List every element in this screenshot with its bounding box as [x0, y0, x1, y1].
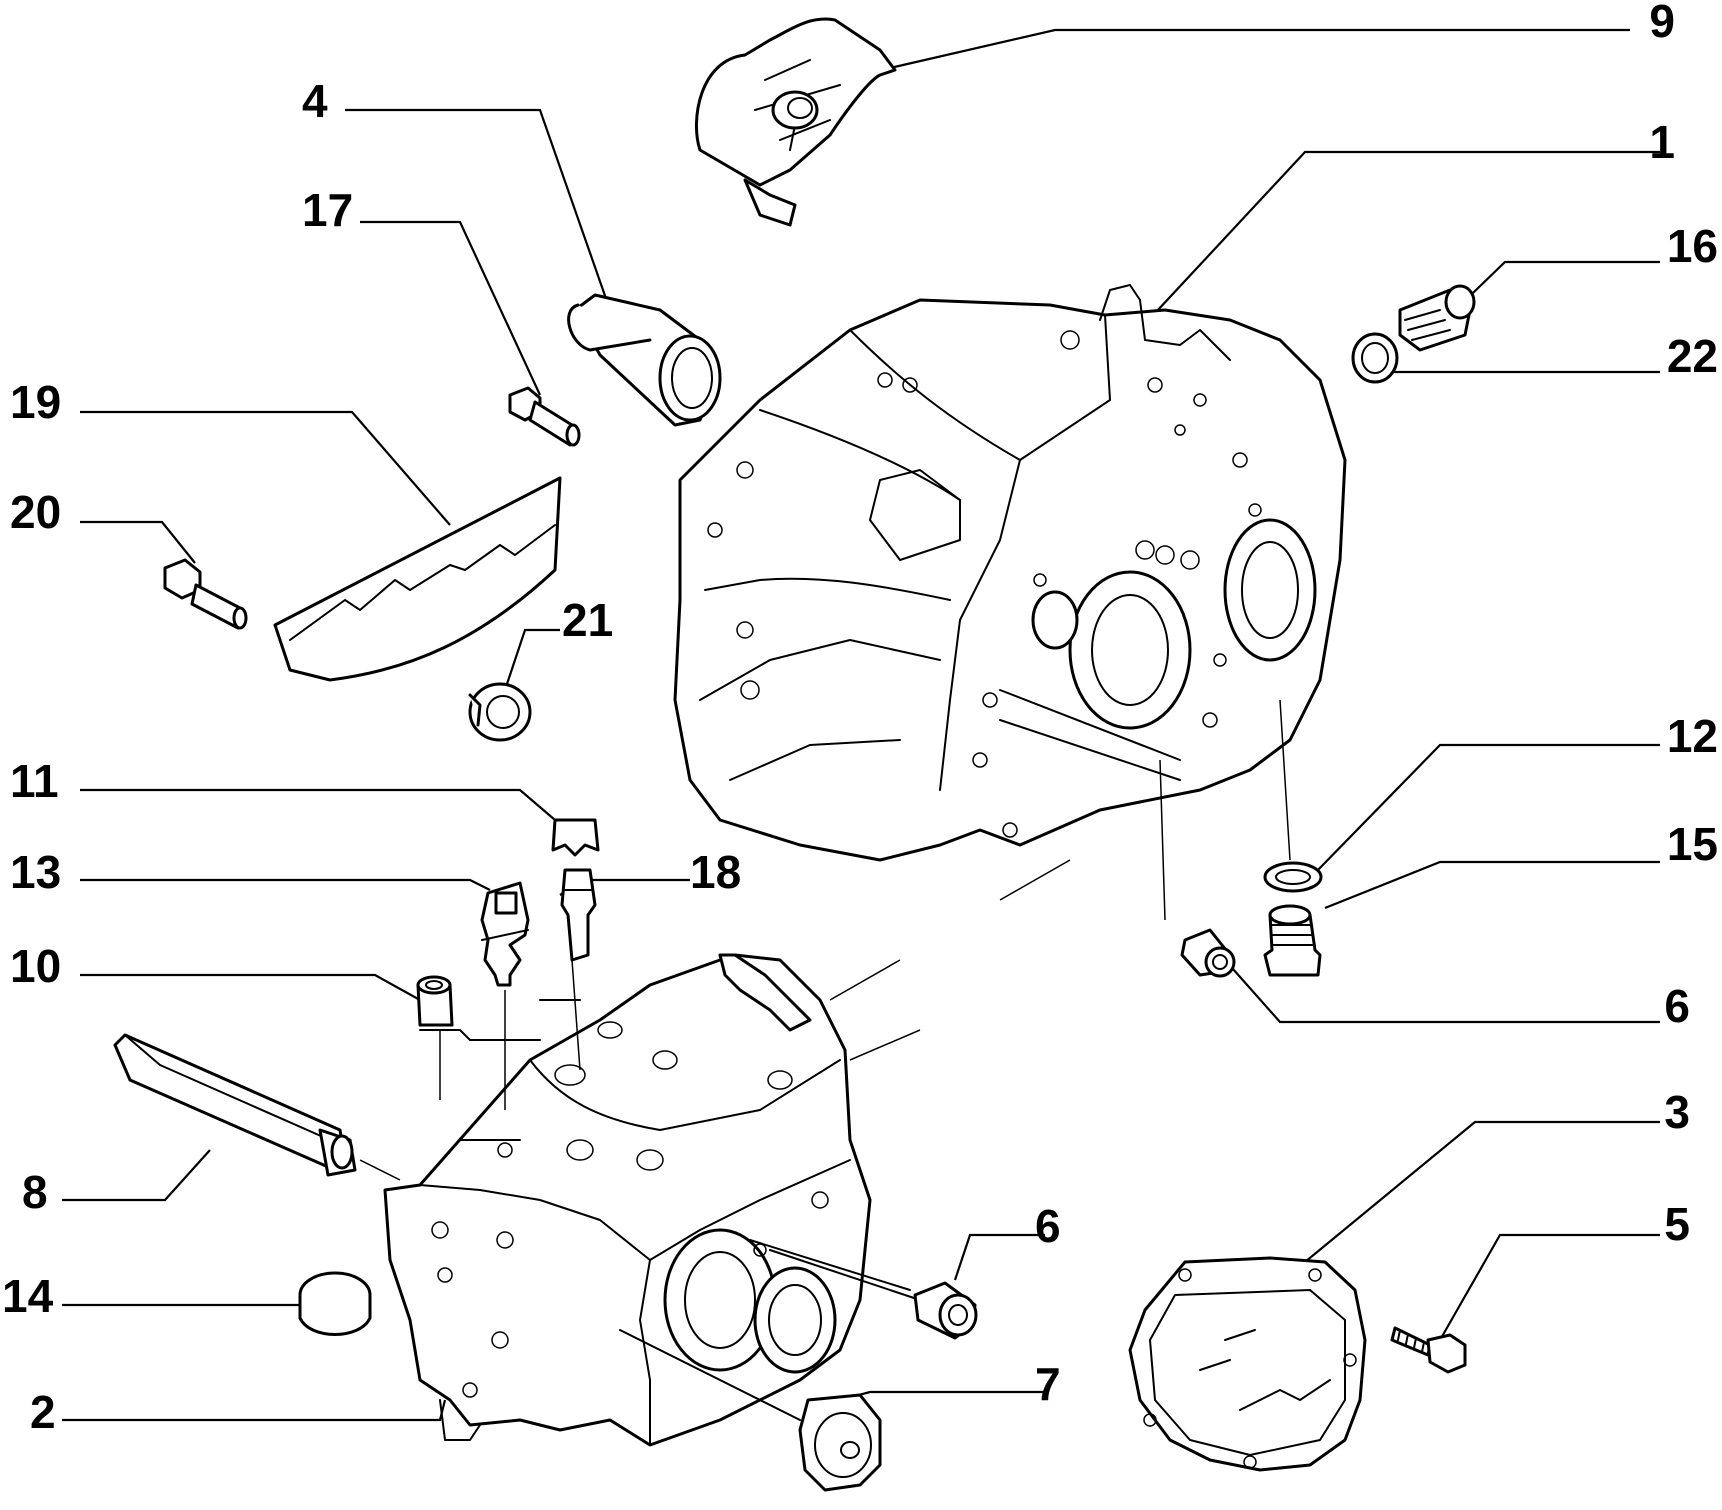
- callout-4: 4: [302, 75, 328, 127]
- part-13-reverse-switch: [480, 881, 530, 987]
- part-16-plug: [1398, 284, 1476, 352]
- callout-14: 14: [2, 1270, 54, 1322]
- callout-7: 7: [1035, 1358, 1061, 1410]
- callout-22: 22: [1667, 330, 1718, 382]
- callout-15: 15: [1667, 818, 1718, 870]
- assembly-guide-lines: [359, 699, 1291, 1181]
- leader-7: [839, 1390, 1045, 1402]
- part-8-breather-tube: [113, 1033, 357, 1177]
- callout-11: 11: [10, 755, 59, 807]
- leader-15: [1324, 860, 1660, 910]
- part-6-lower-bushing: [913, 1281, 978, 1340]
- part-7-bearing-cover: [798, 1393, 882, 1492]
- part-12-washer: [1263, 861, 1323, 893]
- leader-9: [889, 28, 1630, 70]
- callout-5: 5: [1664, 1198, 1690, 1250]
- callout-12: 12: [1667, 710, 1718, 762]
- part-9-dust-shield: [694, 17, 897, 227]
- leader-8: [62, 1149, 211, 1202]
- leader-3: [1304, 1120, 1660, 1263]
- part-14-sealing-cap: [298, 1271, 372, 1336]
- callout-19: 19: [10, 376, 61, 428]
- leader-21: [503, 628, 560, 691]
- leader-5: [1439, 1233, 1660, 1341]
- leader-2: [62, 1399, 447, 1422]
- callout-13: 13: [10, 846, 61, 898]
- leader-6b: [953, 1233, 1045, 1281]
- leader-22: [1364, 357, 1660, 374]
- callout-8: 8: [22, 1166, 48, 1218]
- part-18-sensor: [560, 868, 597, 962]
- part-22-washer: [1351, 332, 1399, 384]
- part-21-cap: [468, 682, 532, 742]
- part-4-guide-sleeve: [567, 293, 722, 427]
- leader-6a: [1224, 959, 1660, 1024]
- callout-9: 9: [1649, 0, 1675, 47]
- leader-1: [1129, 150, 1660, 341]
- callout-1: 1: [1649, 116, 1675, 168]
- callout-3: 3: [1664, 1086, 1690, 1138]
- part-5-screw: [1390, 1326, 1467, 1374]
- callout-10: 10: [10, 940, 61, 992]
- leader-16: [1444, 260, 1660, 321]
- part-11-connector-cap: [551, 818, 600, 857]
- part-15-drain-plug: [1263, 904, 1322, 977]
- leader-20: [80, 520, 196, 564]
- leader-4: [345, 108, 612, 311]
- callout-17: 17: [302, 184, 353, 236]
- part-17-bolt: [508, 386, 581, 447]
- leader-13: [80, 878, 491, 891]
- part-1-clutch-housing: [673, 284, 1347, 862]
- leader-19: [80, 410, 451, 526]
- callout-21: 21: [562, 594, 613, 646]
- callout-20: 20: [10, 486, 61, 538]
- part-6-upper-bushing: [1180, 928, 1236, 978]
- part-10-bushing: [416, 975, 454, 1027]
- leader-17: [360, 220, 541, 396]
- leader-10: [80, 973, 421, 1001]
- part-2-gearbox-housing: [383, 953, 921, 1447]
- callout-18: 18: [690, 846, 741, 898]
- leader-11: [80, 788, 556, 821]
- part-20-bolt: [163, 558, 248, 630]
- callout-16: 16: [1667, 220, 1718, 272]
- callout-6-lower: 6: [1035, 1200, 1061, 1252]
- callout-6-upper: 6: [1664, 980, 1690, 1032]
- callout-2: 2: [30, 1386, 56, 1438]
- part-3-rear-cover: [1128, 1256, 1367, 1472]
- leader-12: [1314, 743, 1660, 874]
- callout-labels: 9 4 1 17 16 22 19 20 21 12 11 15 13 18 1…: [2, 0, 1718, 1438]
- part-19-cover-plate: [273, 476, 562, 682]
